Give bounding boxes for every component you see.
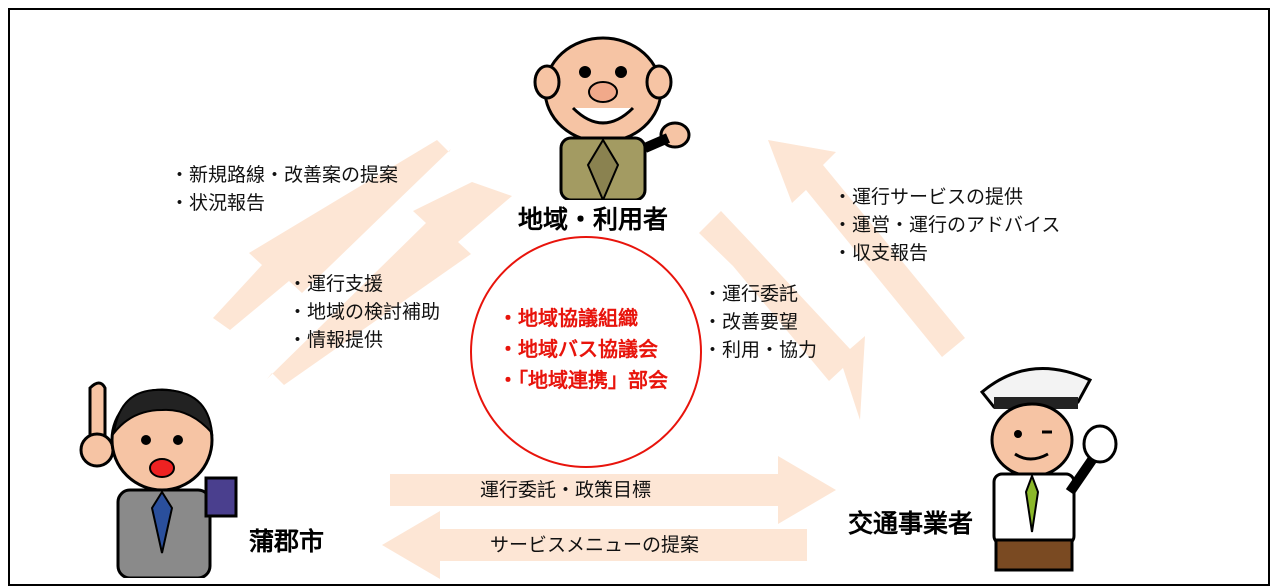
arrow-community-to-city [213,140,451,330]
actor-city-label: 蒲郡市 [249,527,325,556]
flow-item: ・情報提供 [288,329,384,351]
flow-community-to-operator: ・運行委託 ・改善要望 ・利用・協力 [703,280,817,364]
flow-city-to-operator: 運行委託・政策目標 [480,479,652,501]
flow-community-to-city: ・新規路線・改善案の提案 ・状況報告 [170,161,398,217]
arrow-city-to-community [267,182,512,385]
elderly-man-thumbs-up-icon [533,36,691,200]
arrow-city-to-operator [390,456,836,524]
flow-item: ・利用・協力 [703,339,818,361]
arrow-community-to-operator [699,211,865,420]
flow-item: ・収支報告 [833,242,929,264]
actor-operator-label: 交通事業者 [848,509,974,538]
center-circle [470,236,702,468]
flow-item: ・状況報告 [170,192,266,214]
flow-item: ・地域の検討補助 [288,301,441,323]
flow-operator-to-city: サービスメニューの提案 [490,534,700,556]
flow-operator-to-community: ・運行サービスの提供 ・運営・運行のアドバイス ・収支報告 [833,183,1060,267]
actor-community-label: 地域・利用者 [518,205,669,234]
diagram-frame [8,8,1270,586]
center-item: ・地域協議組織 [498,306,638,330]
flow-item: ・運行委託 [703,283,799,305]
businessman-pointing-icon [79,381,238,578]
center-item: ・「地域連携」部会 [498,368,668,392]
flow-item: ・運営・運行のアドバイス [833,214,1061,236]
center-organizations: ・地域協議組織 ・地域バス協議会 ・「地域連携」部会 [498,303,668,396]
arrow-operator-to-city [382,511,807,579]
flow-city-to-community: ・運行支援 ・地域の検討補助 ・情報提供 [288,270,440,354]
arrow-operator-to-community [768,140,965,357]
flow-item: ・運行サービスの提供 [833,186,1024,208]
center-item: ・地域バス協議会 [498,337,658,361]
flow-item: ・新規路線・改善案の提案 [170,164,399,186]
flow-item: ・改善要望 [703,311,799,333]
flow-item: ・運行支援 [288,273,384,295]
bus-driver-thumbs-up-icon [979,366,1118,572]
